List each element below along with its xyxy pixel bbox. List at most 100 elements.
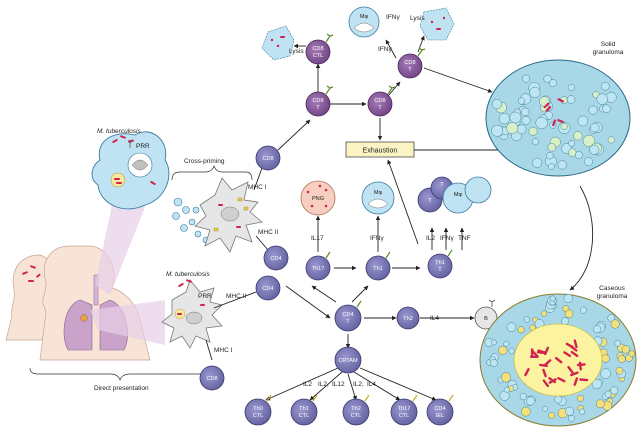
granuloma-cell — [520, 107, 530, 117]
granuloma-cell — [573, 131, 583, 141]
granuloma-cell — [518, 97, 526, 105]
granuloma-cell — [506, 122, 519, 135]
cd8-ctl-cell: CD8 CTL — [305, 33, 334, 65]
th2-ctl-line1: Th2 — [351, 406, 361, 412]
granuloma-cell — [605, 92, 617, 103]
mtb-bacillus — [537, 349, 547, 354]
lysed-cell-right — [419, 7, 455, 41]
il2-mid-label: IL2 — [426, 235, 435, 242]
granuloma-cell — [557, 160, 567, 170]
line-mph-to-cd8b — [205, 339, 213, 361]
cd8-cell-upper-label: CD8 — [262, 156, 273, 162]
cd4-cell-lower-label: CD4 — [262, 286, 273, 292]
cd8-t-cell-2: CD8 T — [367, 85, 396, 117]
granuloma-cell — [542, 405, 548, 412]
zoom-wedge-top — [95, 195, 150, 295]
direct-presentation-label: Direct presentation — [94, 385, 149, 392]
granuloma-cell — [506, 322, 517, 332]
mtb-label-bottom: M. tuberculosis — [166, 271, 210, 278]
granuloma-cell — [560, 123, 568, 130]
ifng-top-label: IFNγ — [386, 14, 400, 21]
mhc2-label-top: MHC II — [258, 229, 278, 236]
cd4-t-cell-line1: CD4 — [342, 312, 353, 318]
direct-presentation-brace — [29, 367, 209, 382]
th1-t-cell-line1: Th1 — [435, 260, 445, 266]
granuloma-cell — [590, 123, 600, 133]
granuloma-cell — [588, 105, 598, 115]
bacteria-cluster-bottom — [178, 279, 192, 287]
arrows — [205, 35, 594, 401]
th1-ctl-line1: Th1 — [299, 406, 309, 412]
caseous-granuloma — [479, 293, 637, 427]
b-cell-label: B — [484, 316, 488, 322]
cd4-iel-line1: CD4 — [434, 406, 445, 412]
granuloma-cell — [621, 345, 630, 354]
granuloma-cell — [604, 390, 612, 398]
caseous-outer-cells — [484, 294, 635, 422]
mtb-bacillus — [545, 105, 552, 112]
granuloma-cell — [529, 86, 541, 98]
cd4-t-cell-line2: T — [346, 319, 350, 325]
th2-cell-label: Th2 — [403, 316, 413, 322]
granuloma-cell — [568, 415, 575, 422]
granuloma-cell — [541, 310, 548, 317]
granuloma-cell — [516, 124, 527, 135]
arrow-crtam-cd4iel — [359, 367, 437, 401]
th0-ctl-line1: Th0 — [253, 406, 263, 412]
granuloma-cell — [491, 339, 497, 346]
granuloma-cell — [568, 140, 576, 147]
prr-receptor-top — [127, 140, 133, 148]
il2-a-label: IL2 — [303, 381, 312, 388]
granuloma-cell — [526, 396, 535, 406]
granuloma-cell — [503, 386, 510, 393]
granuloma-cell — [628, 350, 635, 357]
dendritic-cell-top — [194, 177, 263, 253]
cross-priming-brace — [171, 164, 253, 181]
cd8-ctl-cell-line1: CD8 — [312, 46, 323, 52]
solid-granuloma — [485, 59, 631, 177]
granuloma-cell — [602, 104, 611, 113]
granuloma-cell — [614, 339, 622, 347]
ifng-top2-label: IFNγ — [378, 46, 392, 53]
mtb-bacillus — [544, 346, 550, 356]
cd8-t-cell-1: CD8 T — [305, 85, 334, 117]
exhaustion-label: Exhaustion — [363, 148, 398, 155]
granuloma-cell — [617, 354, 626, 363]
granuloma-cell — [591, 379, 602, 390]
cd4-iel-cell: CD4 IEL — [426, 394, 454, 426]
arrow-crtam-th1 — [309, 371, 343, 401]
cd8-cell-lower-label: CD8 — [206, 376, 217, 382]
crtam-cell: CRTAM — [334, 346, 362, 374]
mtb-bacillus — [542, 368, 547, 378]
granuloma-cell — [489, 358, 498, 367]
infected-macrophage-bottom — [161, 279, 223, 349]
macrophage-mid: Mφ — [361, 181, 395, 215]
cd8-t-cell-2-line2: T — [378, 105, 382, 111]
cd8-cell-upper: CD8 — [255, 145, 281, 171]
cd8-t-cell-1-line2: T — [316, 105, 320, 111]
zoom-wedge-bottom — [90, 300, 165, 345]
granuloma-cell — [549, 295, 556, 302]
cd4-cell-lower: CD4 — [255, 275, 281, 301]
lysis-right-label: Lysis — [410, 15, 425, 22]
t-small-1-label: T — [428, 198, 432, 204]
granuloma-cell — [548, 412, 555, 419]
cd8-t-cell-3-line1: CD8 — [404, 60, 415, 66]
mtb-bacillus — [557, 119, 564, 124]
neutrophil-png: PNG — [300, 180, 336, 216]
granuloma-cell — [491, 98, 503, 110]
arrow-cd8-to-cd8t — [277, 119, 311, 151]
arrow-crtam-th0 — [265, 367, 339, 401]
cd4-t-cell: CD4 T — [334, 300, 362, 332]
granuloma-cell — [584, 157, 594, 167]
granuloma-cell — [615, 366, 624, 375]
mtb-bacillus — [570, 371, 579, 377]
granuloma-cell — [593, 325, 602, 334]
granuloma-cell — [610, 319, 620, 329]
granuloma-cell — [508, 347, 515, 355]
mtb-bacillus — [567, 365, 574, 374]
granuloma-cell — [491, 124, 504, 137]
mtb-bacillus — [573, 377, 579, 386]
mphi-top-label: Mφ — [360, 14, 369, 20]
